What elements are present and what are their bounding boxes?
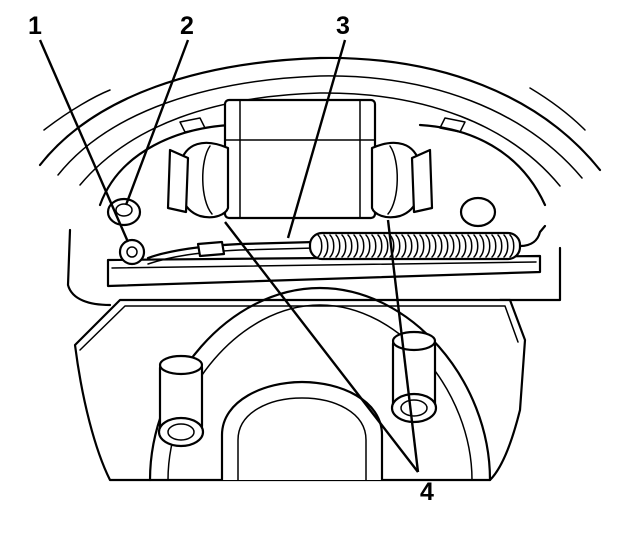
spring-coil: [503, 234, 509, 258]
leader-2: [124, 39, 190, 206]
spring-coil: [395, 234, 401, 258]
spring-coil: [317, 234, 323, 258]
callout-3: 3: [336, 12, 350, 40]
spring-coil: [329, 234, 335, 258]
callout-2: 2: [180, 12, 194, 40]
leader-lines: [38, 39, 420, 473]
wheel-cylinder: [166, 98, 434, 220]
spring-coil: [437, 234, 443, 258]
spring-coil: [509, 234, 515, 258]
backing-plate: [38, 56, 602, 307]
spring-coil: [461, 234, 467, 258]
spring-coil: [467, 234, 473, 258]
spring-coil: [353, 234, 359, 258]
brake-shoes: [98, 117, 547, 288]
anchor-pin-left: [106, 197, 142, 227]
spring-coil: [323, 234, 329, 258]
spring-coil: [359, 234, 365, 258]
spring-coil: [485, 234, 491, 258]
spring-coil: [365, 234, 371, 258]
leader-3: [286, 39, 347, 239]
spring-coil: [491, 234, 497, 258]
spring-coil: [383, 234, 389, 258]
spring-coil: [425, 234, 431, 258]
hub-drum: [73, 286, 527, 482]
spring-coil: [347, 234, 353, 258]
wheel-stud-left: [157, 354, 205, 448]
callout-4: 4: [420, 478, 434, 506]
leader-4a: [224, 221, 419, 473]
spring-coil: [335, 234, 341, 258]
spring-coil: [377, 234, 383, 258]
spring-coil: [413, 234, 419, 258]
spring-coil: [449, 234, 455, 258]
callout-1: 1: [28, 12, 42, 40]
leader-4b: [386, 219, 420, 473]
spring-coil: [419, 234, 425, 258]
wheel-stud-right: [390, 330, 438, 424]
spring-coil: [455, 234, 461, 258]
spring-coil: [443, 234, 449, 258]
spring-coil: [407, 234, 413, 258]
adjuster-link: [118, 238, 317, 266]
anchor-pin-right: [459, 196, 497, 228]
spring-coil: [401, 234, 407, 258]
spring-coil: [371, 234, 377, 258]
spring-coil: [479, 234, 485, 258]
leader-1: [38, 39, 130, 243]
spring-coil: [341, 234, 347, 258]
spring-coil: [497, 234, 503, 258]
spring-coil: [431, 234, 437, 258]
spring-coil: [473, 234, 479, 258]
return-spring: [308, 224, 547, 261]
